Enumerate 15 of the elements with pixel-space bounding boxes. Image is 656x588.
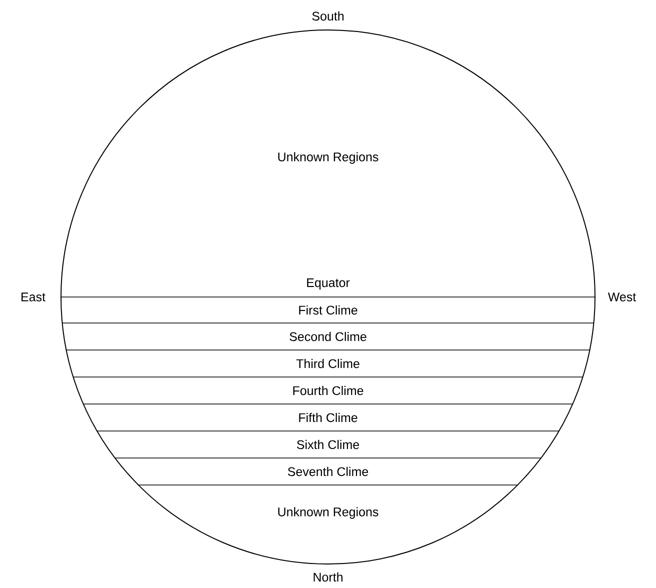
region-label: Third Clime xyxy=(296,358,360,368)
direction-label: East xyxy=(22,292,46,302)
region-label: Unknown Regions xyxy=(278,152,378,164)
region-label: First Clime xyxy=(299,305,358,315)
direction-label: West xyxy=(608,292,636,302)
globe-circle xyxy=(60,30,596,564)
region-label: Second Clime xyxy=(290,332,366,342)
region-label: Unknown Regions xyxy=(278,507,378,519)
region-label: Sixth Clime xyxy=(296,440,360,450)
region-label: Seventh Clime xyxy=(288,466,368,476)
direction-label: North xyxy=(314,572,342,582)
direction-label: South xyxy=(312,11,344,21)
direction-label: Equator xyxy=(307,278,350,290)
region-label: Fourth Clime xyxy=(293,386,364,396)
region-label: Fifth Clime xyxy=(299,412,358,422)
